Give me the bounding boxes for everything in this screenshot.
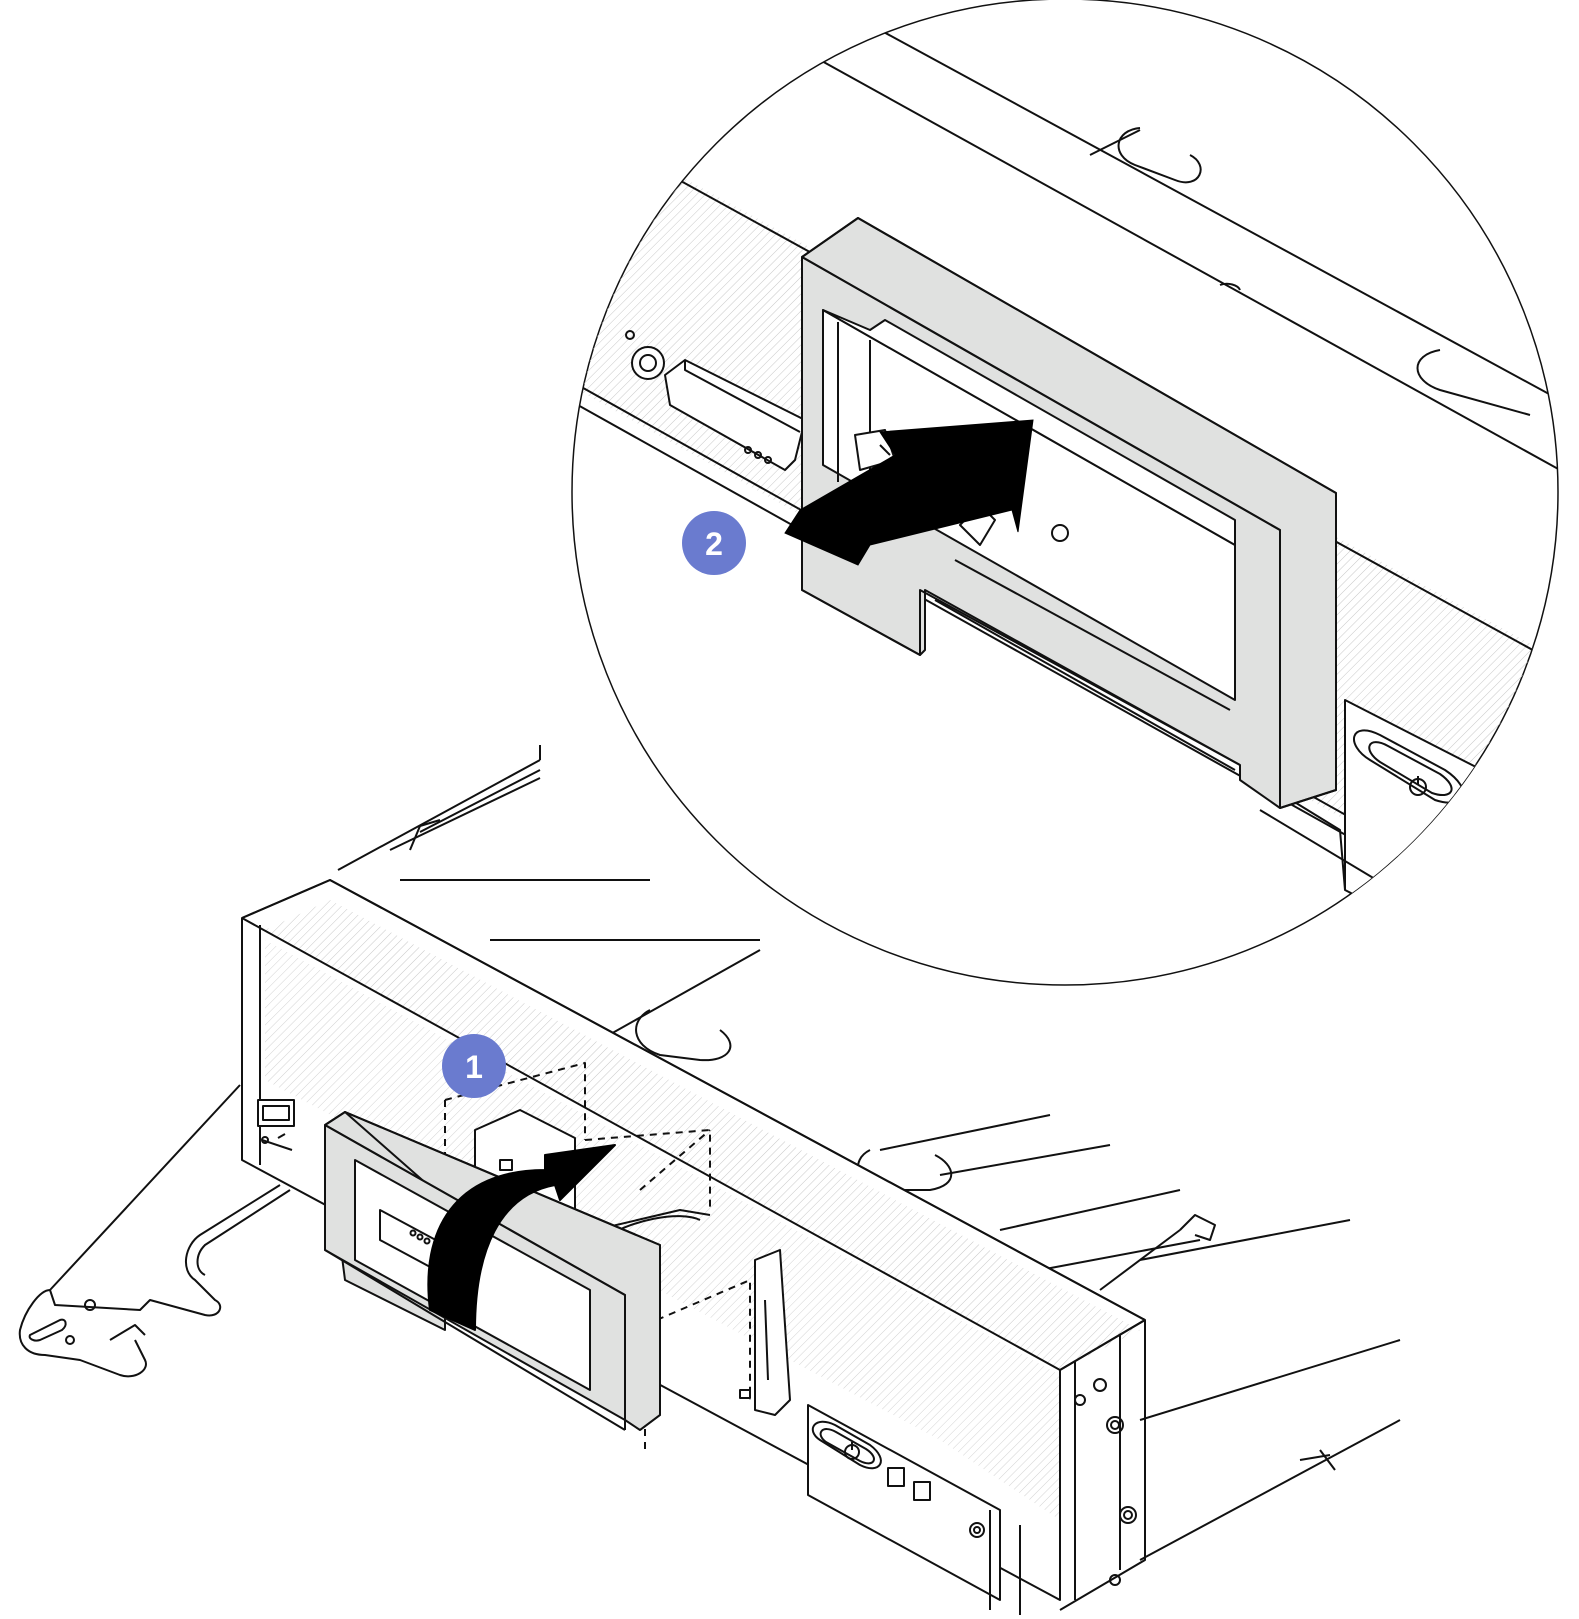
node-release-lever[interactable] (18, 1084, 291, 1378)
usb-port[interactable] (257, 1099, 295, 1127)
magnified-detail-view: 2 (571, 0, 1559, 986)
rotate-arrow-icon (427, 1144, 616, 1331)
node-power-panel (807, 1404, 1021, 1615)
power-button-icon[interactable] (844, 1442, 860, 1460)
callout-step-2-label: 2 (705, 526, 723, 562)
callout-step-1-label: 1 (465, 1049, 483, 1085)
usb-icon (261, 1133, 293, 1151)
callout-step-2: 2 (682, 511, 746, 575)
drive-bay-outline (444, 1062, 751, 1450)
node-tray-lines (337, 745, 1401, 1561)
push-arrow-icon (784, 419, 1034, 566)
node-side-screws (1074, 1378, 1137, 1586)
callout-step-1: 1 (442, 1034, 506, 1098)
